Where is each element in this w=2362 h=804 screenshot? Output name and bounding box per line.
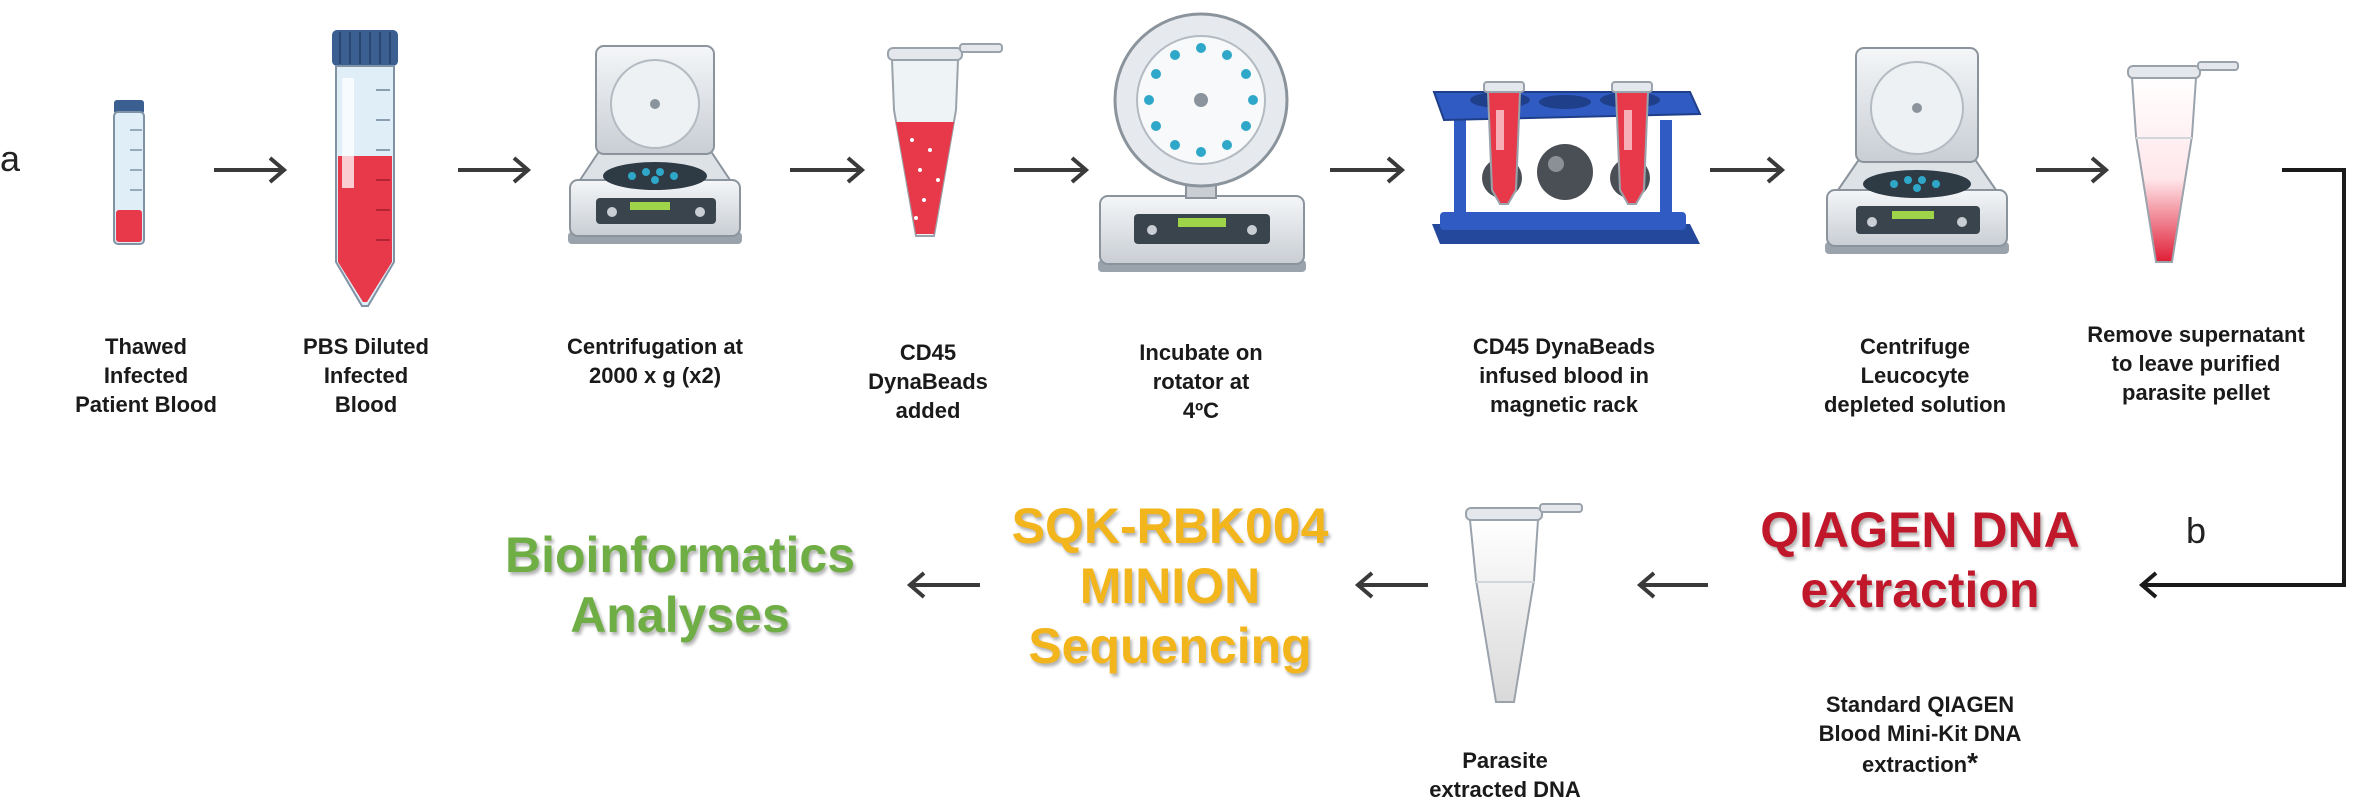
magnetic-rack-icon bbox=[1432, 81, 1702, 244]
qiagen-title: QIAGEN DNA extraction bbox=[1760, 502, 2080, 618]
step-label-magnetic-rack: CD45 DynaBeads infused blood in magnetic… bbox=[1472, 334, 1656, 417]
dna-label: Parasite extracted DNA bbox=[1429, 748, 1581, 802]
step-label-incubate-rotator: Incubate on rotator at 4ºC bbox=[1139, 340, 1263, 423]
microcentrifuge-tube-icon bbox=[887, 43, 1003, 237]
qiagen-note: Standard QIAGEN Blood Mini-Kit DNA extra… bbox=[1780, 690, 2060, 779]
arrow-2 bbox=[458, 156, 532, 184]
centrifuge-icon bbox=[568, 45, 742, 244]
flow-arrows-row2 bbox=[906, 571, 1708, 599]
sequencing-title: SQK-RBK004 MINION Sequencing bbox=[1011, 498, 1329, 674]
arrow-4 bbox=[1014, 156, 1090, 184]
centrifuge-icon bbox=[1825, 47, 2009, 254]
step-label-thawed-blood: Thawed Infected Patient Blood bbox=[75, 334, 217, 417]
rotator-icon bbox=[1098, 12, 1306, 272]
dna-tube-icon bbox=[1465, 503, 1583, 703]
arrow-6 bbox=[1710, 156, 1786, 184]
connector-arrow bbox=[2138, 168, 2346, 599]
arrow-5 bbox=[1330, 156, 1406, 184]
large-conical-tube-icon bbox=[332, 30, 398, 307]
step-label-dynabeads-added: CD45 DynaBeads added bbox=[868, 340, 988, 423]
arrow-3 bbox=[790, 156, 866, 184]
pellet-tube-icon bbox=[2127, 61, 2239, 263]
step-label-centrifugation: Centrifugation at 2000 x g (x2) bbox=[567, 334, 743, 388]
arrow-7 bbox=[2036, 156, 2110, 184]
qiagen-note-asterisk: * bbox=[1967, 747, 1979, 778]
panel-label-a: a bbox=[0, 138, 21, 179]
step-label-pbs-diluted: PBS Diluted Infected Blood bbox=[303, 334, 429, 417]
step-label-centrifuge-depleted: Centrifuge Leucocyte depleted solution bbox=[1823, 334, 2007, 417]
flow-arrows-row1 bbox=[214, 156, 2110, 184]
bioinformatics-title: Bioinformatics Analyses bbox=[504, 527, 856, 643]
arrow-1 bbox=[214, 156, 288, 184]
small-blood-tube-icon bbox=[113, 100, 145, 245]
arrow-9 bbox=[1354, 571, 1428, 599]
arrow-10 bbox=[906, 571, 980, 599]
step-label-remove-supernatant: Remove supernatant to leave purified par… bbox=[2087, 322, 2305, 405]
panel-label-b: b bbox=[2186, 510, 2207, 551]
arrow-8 bbox=[1636, 571, 1708, 599]
qiagen-note-text: Standard QIAGEN Blood Mini-Kit DNA extra… bbox=[1818, 692, 2022, 777]
